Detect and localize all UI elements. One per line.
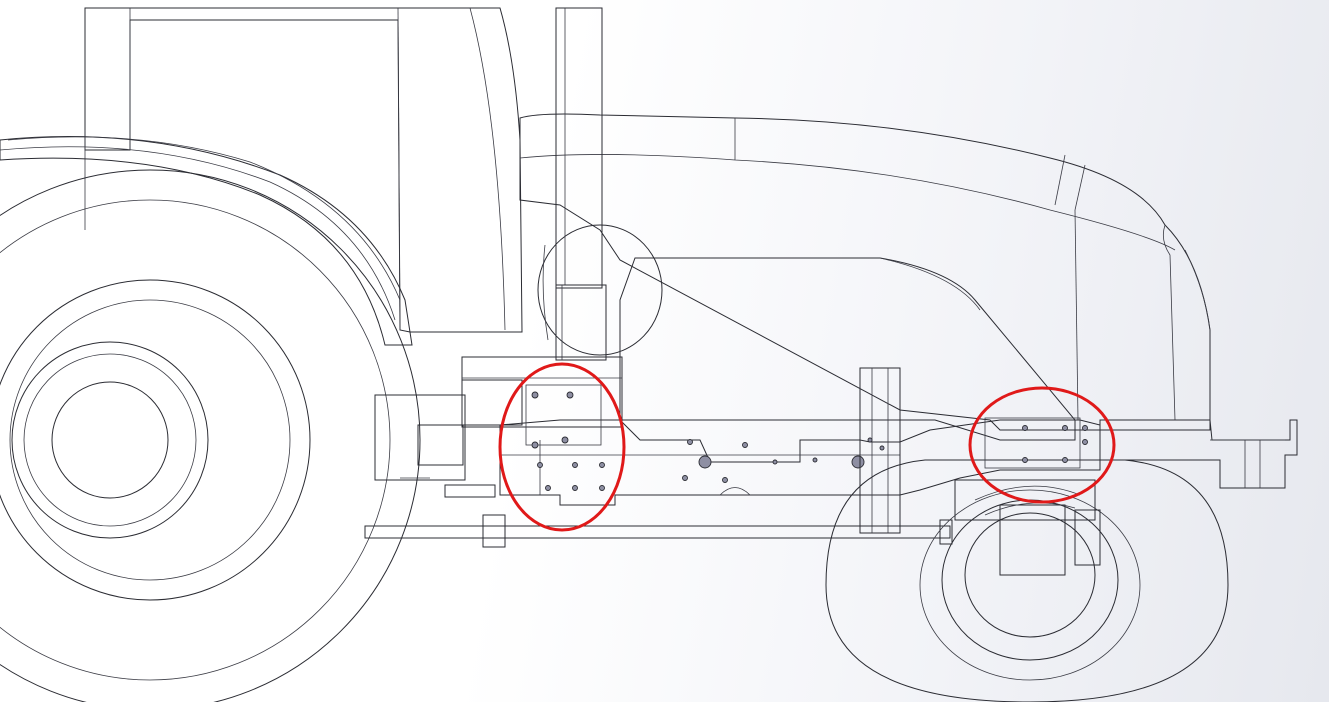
- annotation-bracket-front: [498, 362, 626, 532]
- rear-wheel: [0, 169, 421, 702]
- rear-axle-hub: [374, 394, 496, 498]
- front-wheel: [825, 459, 1229, 702]
- front-axle-hub: [954, 479, 1101, 576]
- hood-panel: [519, 113, 1211, 431]
- support-post: [859, 367, 901, 534]
- cab-panel: [84, 7, 523, 333]
- front-bracket: [1099, 419, 1298, 489]
- tie-rod: [364, 514, 953, 548]
- rear-fender: [0, 136, 413, 346]
- annotation-bracket-rear: [968, 386, 1116, 504]
- exhaust-stack: [555, 7, 607, 361]
- frame-rail: [499, 419, 1101, 506]
- engine-block: [619, 257, 1076, 441]
- air-cleaner: [537, 224, 663, 356]
